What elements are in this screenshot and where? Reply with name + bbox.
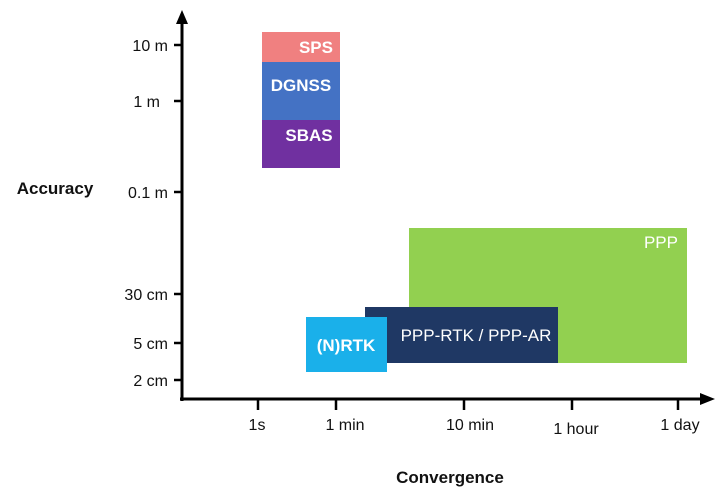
region-sbas [262,120,340,168]
region-label-sps: SPS [299,38,333,57]
x-tick-label-10min: 10 min [446,417,494,434]
region-label-ppp: PPP [644,233,678,252]
region-label-nrtk: (N)RTK [317,336,376,355]
region-nrtk [306,317,387,372]
x-tick-label-1min: 1 min [325,417,364,434]
region-sps [262,32,340,62]
y-axis-arrow-icon [176,10,188,24]
x-tick-label-1day: 1 day [660,417,699,434]
y-axis-title: Accuracy [17,179,94,198]
y-tick-label-0-1m: 0.1 m [128,185,168,202]
y-tick-label-30cm: 30 cm [124,287,168,304]
region-label-sbas: SBAS [285,126,332,145]
y-tick-label-2cm: 2 cm [133,373,168,390]
x-axis-arrow-icon [700,393,715,405]
y-tick-label-5cm: 5 cm [133,336,168,353]
x-tick-label-1hour: 1 hour [553,421,599,438]
x-tick-label-1s: 1s [249,417,266,434]
region-label-dgnss: DGNSS [271,76,331,95]
region-dgnss [262,62,340,120]
region-label-ppp-rtk: PPP-RTK / PPP-AR [401,326,552,345]
y-tick-label-10m: 10 m [132,38,168,55]
x-axis-title: Convergence [396,468,504,487]
region-ppp-rtk [365,307,558,363]
y-tick-label-1m: 1 m [133,94,160,111]
